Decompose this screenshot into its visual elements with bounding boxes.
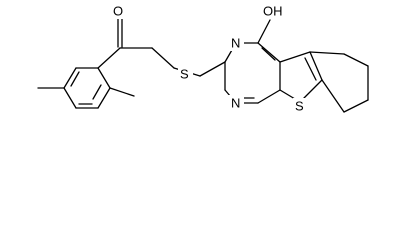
atom-oxygen-keto: O [113, 4, 123, 19]
molecule-structure-canvas: O S N N OH S [37, 3, 369, 114]
bond [151, 47, 175, 69]
bond [279, 51, 311, 63]
bond [261, 47, 276, 61]
bond [309, 51, 323, 81]
bond [304, 57, 317, 81]
molecule-structure: O S N N OH S [37, 3, 369, 114]
bond [97, 87, 111, 109]
atom-hydroxyl: OH [263, 4, 283, 19]
bond [70, 71, 80, 87]
bond [343, 99, 369, 113]
atom-sulfur-ring: S [295, 99, 304, 114]
bond [92, 84, 102, 100]
bond [309, 51, 345, 55]
atom-sulfur-thioether: S [180, 67, 189, 82]
bond [97, 67, 111, 89]
atom-labels: O S N N OH S [111, 3, 308, 114]
bond [257, 19, 271, 44]
bond [63, 87, 77, 109]
atom-nitrogen-upper: N [231, 36, 240, 51]
bond [109, 87, 135, 97]
bond [257, 42, 281, 63]
bond [97, 47, 121, 69]
bond [63, 67, 77, 89]
bond [199, 61, 226, 77]
atom-nitrogen-lower: N [231, 96, 240, 111]
bond [257, 89, 281, 104]
bond [343, 53, 369, 67]
bond [321, 79, 345, 113]
bonds [37, 17, 369, 113]
